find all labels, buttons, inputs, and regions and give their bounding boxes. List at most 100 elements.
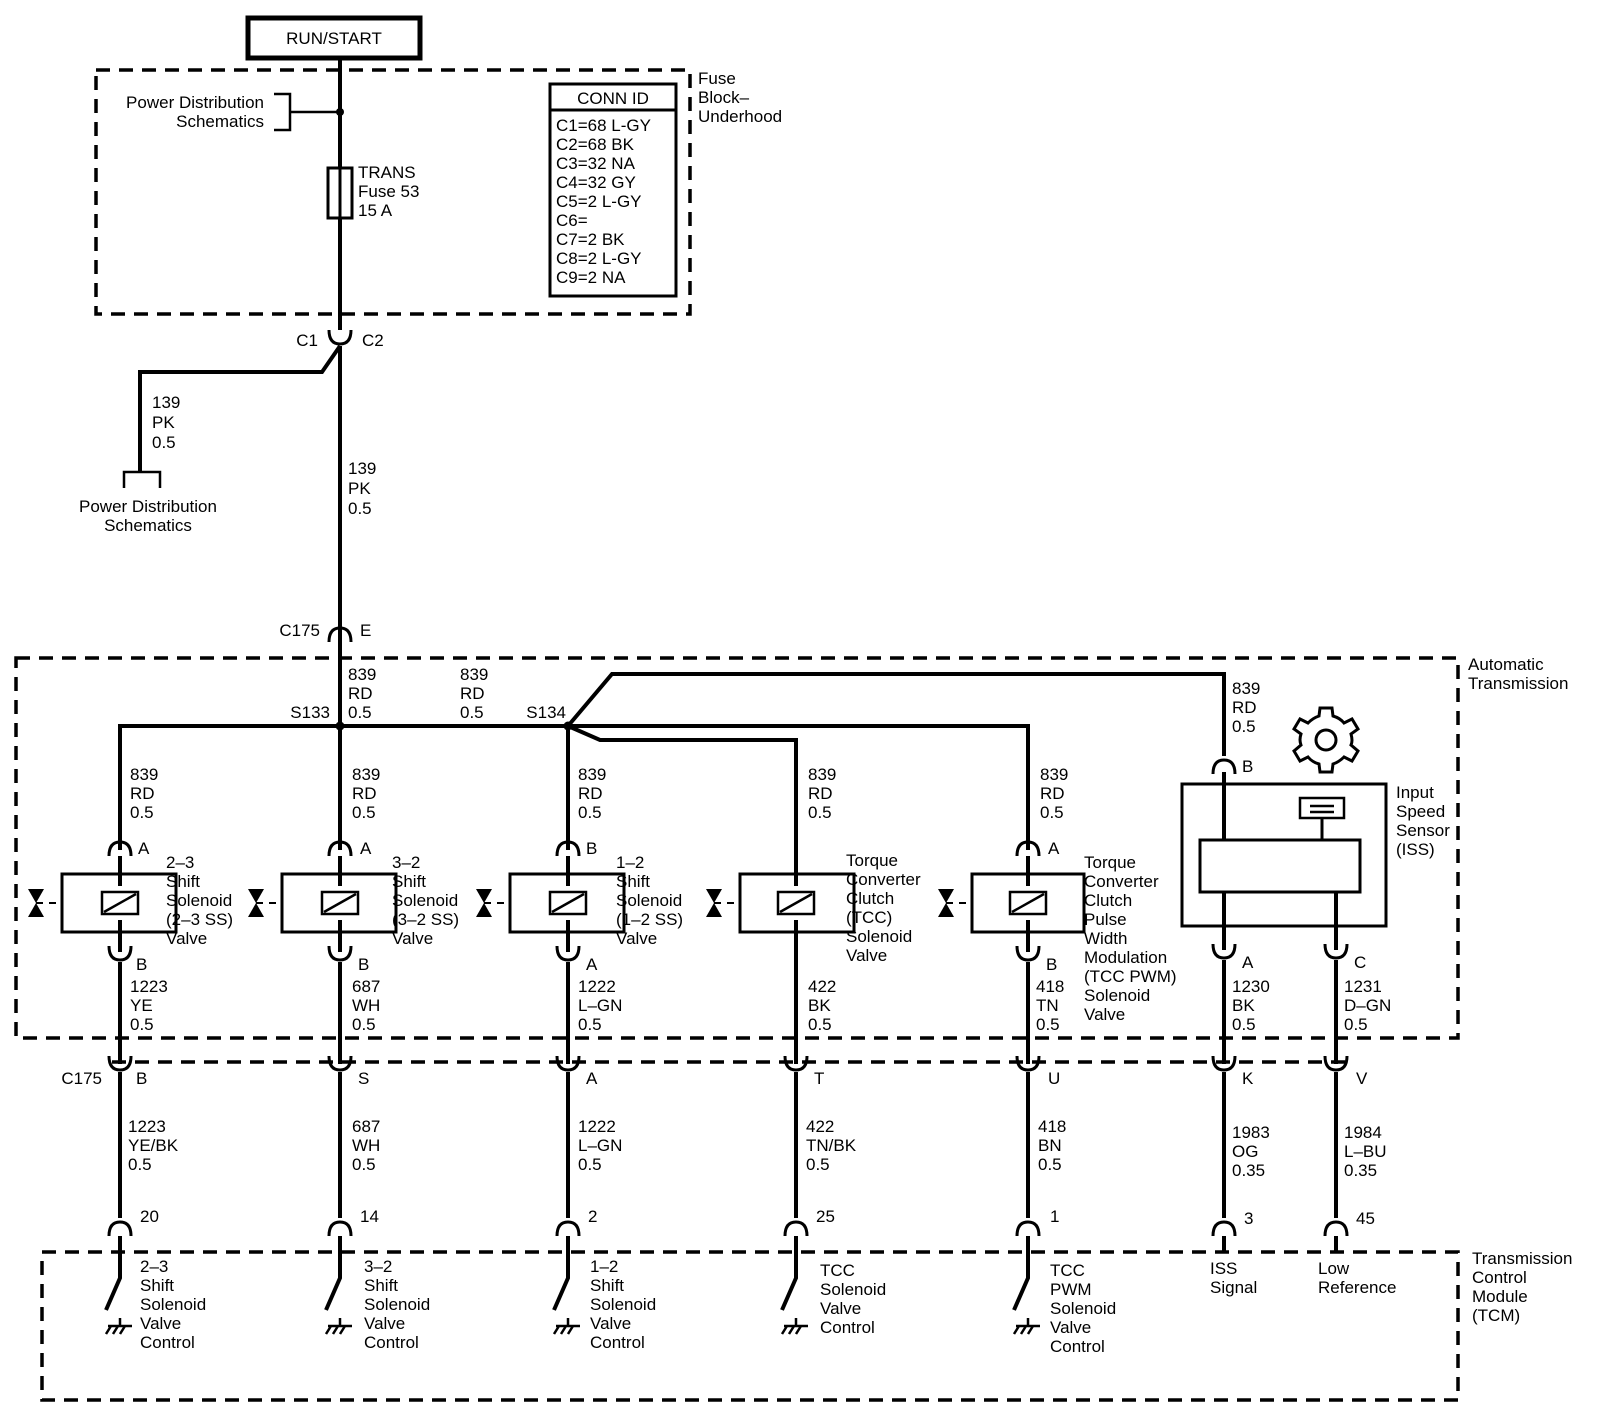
tcm-function-label: 1–2 Shift Solenoid Valve Control (590, 1257, 656, 1352)
svg-text:0.5: 0.5 (1038, 1155, 1062, 1174)
svg-text:A: A (1242, 953, 1254, 972)
svg-text:RD: RD (1232, 698, 1257, 717)
svg-text:TCC: TCC (820, 1261, 855, 1280)
svg-text:0.5: 0.5 (352, 803, 376, 822)
svg-text:Control: Control (1472, 1268, 1527, 1287)
svg-text:A: A (1048, 839, 1060, 858)
svg-text:RD: RD (808, 784, 833, 803)
svg-text:0.5: 0.5 (352, 1155, 376, 1174)
svg-text:20: 20 (140, 1207, 159, 1226)
svg-text:Shift: Shift (590, 1276, 624, 1295)
svg-text:839: 839 (1232, 679, 1260, 698)
svg-text:1222: 1222 (578, 977, 616, 996)
svg-text:0.5: 0.5 (1232, 717, 1256, 736)
top-wire-label: 839 RD 0.5 (578, 765, 606, 822)
svg-text:1: 1 (1050, 1207, 1059, 1226)
svg-text:C175: C175 (279, 621, 320, 640)
svg-text:C3=32 NA: C3=32 NA (556, 154, 636, 173)
solenoid-2-3-ss: 839 RD 0.5 A 2–3 Shift Solenoid (2–3 SS)… (28, 765, 233, 1352)
iss-wire-a-label: 1230 BK 0.5 (1232, 977, 1270, 1034)
svg-text:0.5: 0.5 (1036, 1015, 1060, 1034)
svg-text:Solenoid: Solenoid (590, 1295, 656, 1314)
trans-fuse-53: TRANS Fuse 53 15 A (326, 163, 419, 220)
svg-text:Pulse: Pulse (1084, 910, 1127, 929)
svg-text:Fuse: Fuse (698, 69, 736, 88)
svg-text:C8=2 L-GY: C8=2 L-GY (556, 249, 642, 268)
svg-text:S: S (358, 1069, 369, 1088)
svg-text:Valve: Valve (590, 1314, 631, 1333)
svg-text:839: 839 (460, 665, 488, 684)
svg-text:TN/BK: TN/BK (806, 1136, 857, 1155)
svg-text:0.5: 0.5 (808, 803, 832, 822)
svg-text:L–GN: L–GN (578, 1136, 622, 1155)
fuse-block-underhood (94, 68, 692, 316)
svg-text:ISS: ISS (1210, 1259, 1237, 1278)
svg-text:BK: BK (808, 996, 831, 1015)
svg-text:839: 839 (578, 765, 606, 784)
svg-text:0.5: 0.5 (1040, 803, 1064, 822)
svg-text:(TCM): (TCM) (1472, 1306, 1520, 1325)
svg-text:A: A (586, 955, 598, 974)
run-start-label: RUN/START (245, 15, 423, 61)
svg-text:YE/BK: YE/BK (128, 1136, 179, 1155)
svg-text:Control: Control (590, 1333, 645, 1352)
svg-text:1–2: 1–2 (590, 1257, 618, 1276)
svg-text:Valve: Valve (1050, 1318, 1091, 1337)
solenoid-3-2-ss: 839 RD 0.5 A 3–2 Shift Solenoid (3–2 SS)… (248, 765, 459, 1352)
splice-s133 (335, 721, 345, 731)
fuse-block-label: Fuse Block– Underhood (698, 69, 782, 126)
svg-text:RD: RD (1040, 784, 1065, 803)
svg-text:Converter: Converter (846, 870, 921, 889)
svg-text:839: 839 (808, 765, 836, 784)
svg-text:WH: WH (352, 996, 380, 1015)
svg-text:1223: 1223 (128, 1117, 166, 1136)
svg-text:0.5: 0.5 (348, 499, 372, 518)
svg-text:0.5: 0.5 (130, 803, 154, 822)
svg-text:(TCC): (TCC) (846, 908, 892, 927)
wire-839-iss-label: 839 RD 0.5 (1232, 679, 1260, 736)
top-wire-label: 839 RD 0.5 (808, 765, 836, 822)
svg-text:1231: 1231 (1344, 977, 1382, 996)
svg-text:T: T (814, 1069, 824, 1088)
svg-text:Input: Input (1396, 783, 1434, 802)
svg-text:Solenoid: Solenoid (616, 891, 682, 910)
svg-text:C4=32 GY: C4=32 GY (556, 173, 636, 192)
tcm-iss-signal-label: ISS Signal (1210, 1259, 1257, 1297)
svg-text:Low: Low (1318, 1259, 1350, 1278)
svg-text:C7=2 BK: C7=2 BK (556, 230, 625, 249)
svg-text:139: 139 (348, 459, 376, 478)
svg-text:0.5: 0.5 (1344, 1015, 1368, 1034)
svg-text:C2=68 BK: C2=68 BK (556, 135, 635, 154)
svg-text:L–GN: L–GN (578, 996, 622, 1015)
svg-text:OG: OG (1232, 1142, 1258, 1161)
svg-text:422: 422 (808, 977, 836, 996)
bottom-wire-label: 1222 L–GN 0.5 (578, 977, 622, 1034)
bottom-wire-label: 422 BK 0.5 (808, 977, 836, 1034)
svg-text:Solenoid: Solenoid (846, 927, 912, 946)
iss-name: Input Speed Sensor (ISS) (1396, 783, 1450, 859)
splice-bus-839 (118, 724, 1030, 850)
svg-text:S134: S134 (526, 703, 566, 722)
svg-text:Clutch: Clutch (1084, 891, 1132, 910)
svg-text:3: 3 (1244, 1209, 1253, 1228)
tcm-function-label: TCC PWM Solenoid Valve Control (1050, 1261, 1116, 1356)
iss-harness-a-label: 1983 OG 0.35 (1232, 1123, 1270, 1180)
svg-text:A: A (586, 1069, 598, 1088)
svg-text:B: B (1046, 955, 1057, 974)
svg-text:Fuse 53: Fuse 53 (358, 182, 419, 201)
c1-c2-connector: C1 C2 (296, 329, 384, 350)
svg-text:0.5: 0.5 (578, 803, 602, 822)
svg-text:Solenoid: Solenoid (364, 1295, 430, 1314)
tcm-function-label: TCC Solenoid Valve Control (820, 1261, 886, 1337)
solenoid-tcc-pwm: 839 RD 0.5 A Torque Converter Clutch Pul… (938, 765, 1177, 1356)
svg-text:Solenoid: Solenoid (820, 1280, 886, 1299)
harness-wire-label: 1223 YE/BK 0.5 (128, 1117, 179, 1174)
svg-text:A: A (138, 839, 150, 858)
wire-839-b-label: 839 RD 0.5 (460, 665, 488, 722)
top-wire-label: 839 RD 0.5 (130, 765, 158, 822)
svg-text:839: 839 (130, 765, 158, 784)
svg-text:B: B (1242, 757, 1253, 776)
bottom-wire-label: 418 TN 0.5 (1036, 977, 1064, 1034)
harness-wire-label: 418 BN 0.5 (1038, 1117, 1066, 1174)
svg-text:0.35: 0.35 (1232, 1161, 1265, 1180)
